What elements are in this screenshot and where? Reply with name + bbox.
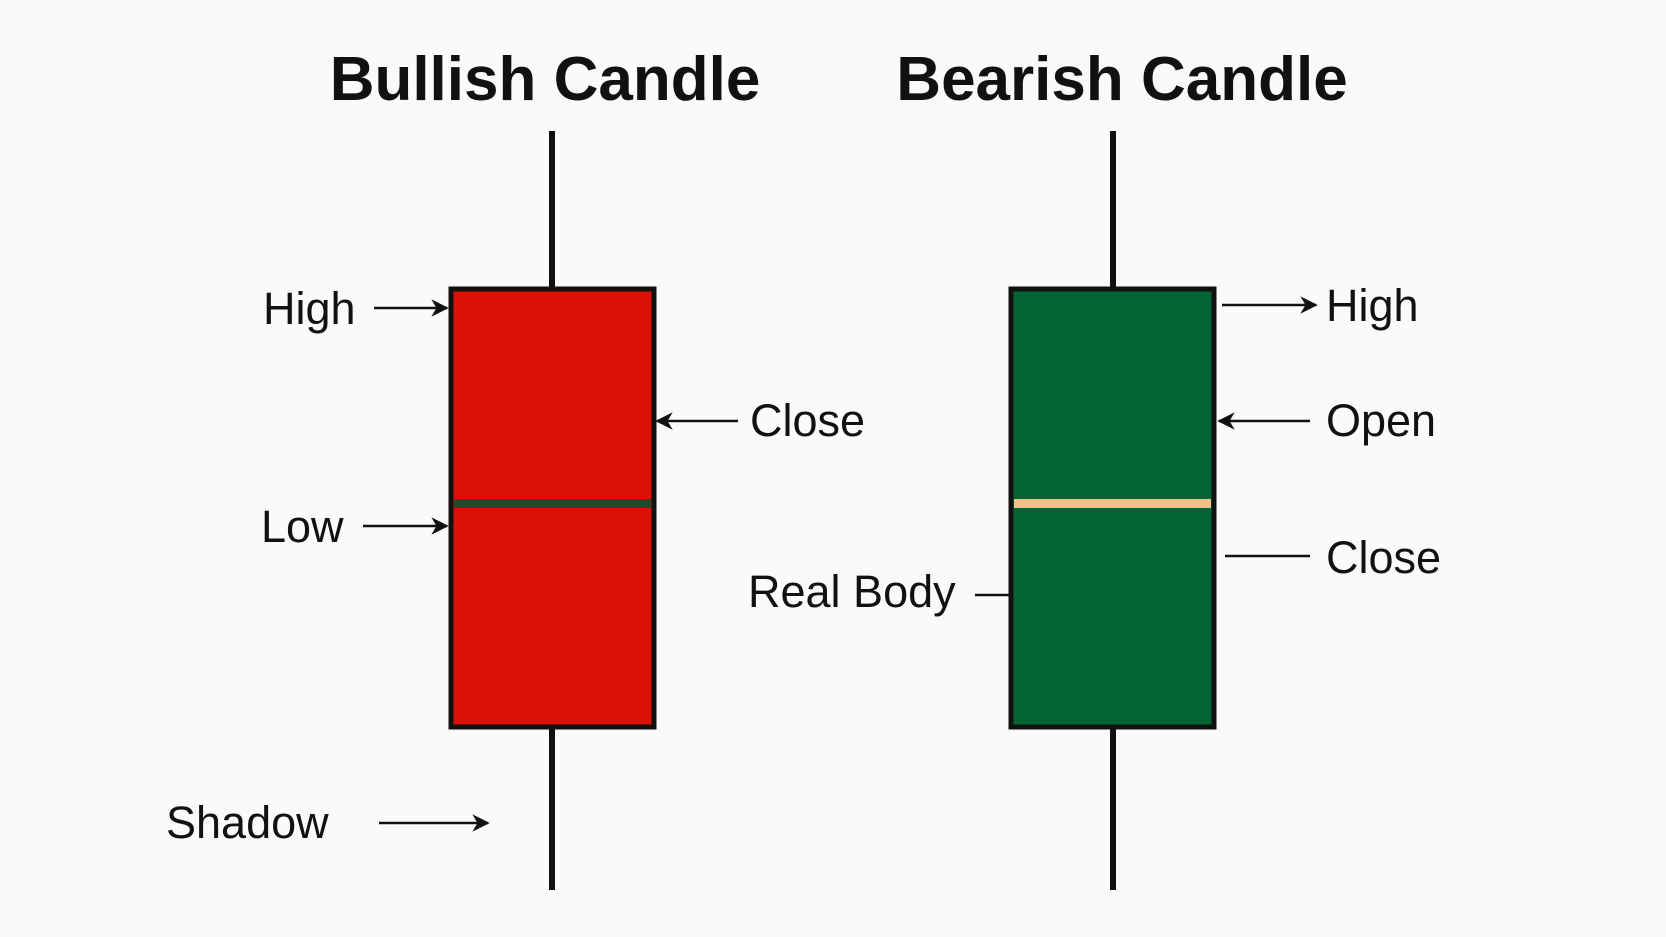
bullish-candle xyxy=(448,131,657,890)
label-high-bearish: High xyxy=(1326,280,1419,331)
label-open-bearish: Open xyxy=(1326,395,1436,446)
bullish-title: Bullish Candle xyxy=(330,45,761,114)
label-shadow: Shadow xyxy=(166,797,329,848)
bearish-title: Bearish Candle xyxy=(896,45,1347,114)
label-close-bearish: Close xyxy=(1326,532,1441,583)
label-low-bullish: Low xyxy=(261,501,344,552)
bearish-midline xyxy=(1014,499,1211,508)
bearish-candle xyxy=(1008,131,1217,890)
label-close-bullish: Close xyxy=(750,395,865,446)
bullish-midline xyxy=(454,499,651,508)
label-real-body: Real Body xyxy=(748,566,956,617)
label-high-bullish: High xyxy=(263,283,356,334)
